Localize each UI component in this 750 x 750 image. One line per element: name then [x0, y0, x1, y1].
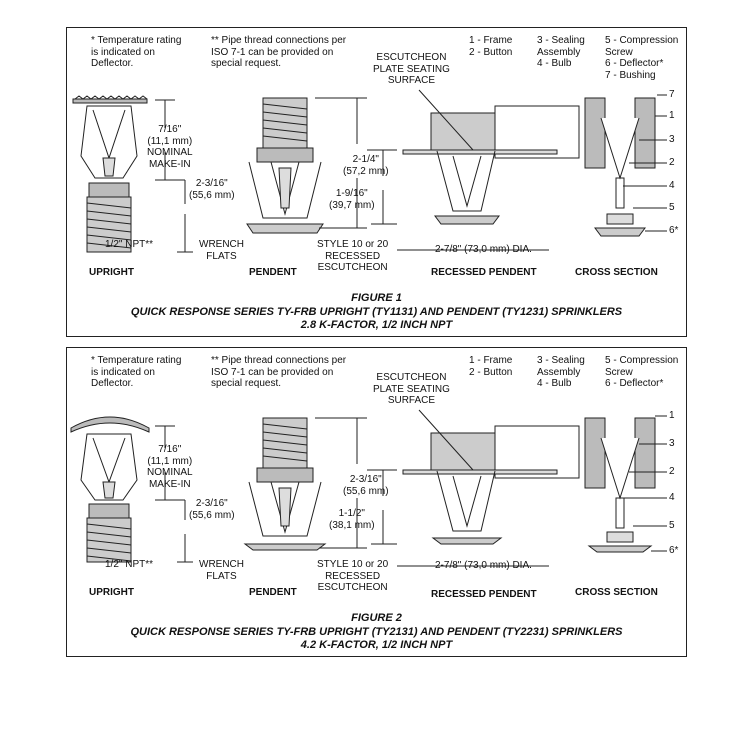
pendent-height-dim: 2-3/16" (55,6 mm) — [343, 474, 389, 497]
callout-6: 6* — [669, 545, 679, 556]
figure-2-panel: * Temperature rating is indicated on Def… — [66, 347, 687, 657]
callout-2: 2 — [669, 157, 675, 168]
legend-col-2: 3 - Sealing Assembly 4 - Bulb — [537, 355, 585, 389]
diameter-label: 2-7/8" (73,0 mm) DIA. — [435, 560, 532, 571]
figure-number: FIGURE 1 — [351, 292, 402, 304]
figure-1-drawings — [72, 89, 667, 253]
npt-label: 1/2" NPT** — [105, 559, 154, 570]
wrench-flats-label: WRENCH FLATS — [199, 239, 244, 262]
escutcheon-seating-label: ESCUTCHEON PLATE SEATING SURFACE — [373, 372, 450, 406]
legend-col-1: 1 - Frame 2 - Button — [469, 35, 513, 58]
callout-4: 4 — [669, 492, 675, 503]
callout-5: 5 — [669, 520, 675, 531]
upright-sprinkler-drawing — [70, 416, 150, 563]
figure-caption: FIGURE 1 QUICK RESPONSE SERIES TY-FRB UP… — [67, 292, 686, 333]
nominal-makein-dim: 7/16" (11,1 mm) NOMINAL MAKE-IN — [147, 124, 193, 170]
callout-1: 1 — [669, 110, 675, 121]
temperature-note: * Temperature rating is indicated on Def… — [91, 35, 182, 69]
diameter-label: 2-7/8" (73,0 mm) DIA. — [435, 244, 532, 255]
style-escutcheon-label: STYLE 10 or 20 RECESSED ESCUTCHEON — [317, 239, 389, 273]
npt-label: 1/2" NPT** — [105, 239, 154, 250]
upright-height-dim: 2-3/16" (55,6 mm) — [189, 498, 235, 521]
pipe-thread-note: ** Pipe thread connections per ISO 7-1 c… — [211, 35, 347, 69]
figure-title: QUICK RESPONSE SERIES TY-FRB UPRIGHT (TY… — [130, 625, 623, 638]
callout-4: 4 — [669, 180, 675, 191]
legend-col-3: 5 - Compression Screw 6 - Deflector* — [605, 355, 679, 389]
escutcheon-seating-label: ESCUTCHEON PLATE SEATING SURFACE — [373, 52, 450, 86]
callout-3: 3 — [669, 438, 675, 449]
cross-section-drawing — [584, 417, 656, 553]
figure-number: FIGURE 2 — [351, 612, 402, 624]
figure-caption: FIGURE 2 QUICK RESPONSE SERIES TY-FRB UP… — [67, 612, 686, 653]
pendent-sprinkler-drawing — [246, 97, 324, 234]
figure-title: QUICK RESPONSE SERIES TY-FRB UPRIGHT (TY… — [130, 305, 623, 318]
pipe-thread-note: ** Pipe thread connections per ISO 7-1 c… — [211, 355, 347, 389]
callout-6: 6* — [669, 225, 679, 236]
recessed-pendent-drawing — [402, 105, 580, 225]
label-cross-section: CROSS SECTION — [575, 267, 658, 278]
callout-1: 1 — [669, 410, 675, 421]
figure-2-drawings — [70, 409, 667, 567]
temperature-note: * Temperature rating is indicated on Def… — [91, 355, 182, 389]
label-pendent: PENDENT — [249, 587, 297, 598]
label-recessed-pendent: RECESSED PENDENT — [431, 589, 537, 600]
upright-sprinkler-drawing — [72, 95, 148, 253]
pendent-short-dim: 1-1/2" (38,1 mm) — [329, 508, 375, 531]
figure-subtitle: 2.8 K-FACTOR, 1/2 INCH NPT — [300, 319, 453, 331]
upright-height-dim: 2-3/16" (55,6 mm) — [189, 178, 235, 201]
label-upright: UPRIGHT — [89, 267, 134, 278]
pendent-short-dim: 1-9/16" (39,7 mm) — [329, 188, 375, 211]
recessed-pendent-drawing — [402, 425, 580, 545]
pendent-height-dim: 2-1/4" (57,2 mm) — [343, 154, 389, 177]
legend-col-2: 3 - Sealing Assembly 4 - Bulb — [537, 35, 585, 69]
figure-1-panel: * Temperature rating is indicated on Def… — [66, 27, 687, 337]
figure-subtitle: 4.2 K-FACTOR, 1/2 INCH NPT — [300, 639, 453, 651]
callout-5: 5 — [669, 202, 675, 213]
pendent-sprinkler-drawing — [243, 417, 327, 551]
style-escutcheon-label: STYLE 10 or 20 RECESSED ESCUTCHEON — [317, 559, 389, 593]
nominal-makein-dim: 7/16" (11,1 mm) NOMINAL MAKE-IN — [147, 444, 193, 490]
callout-2: 2 — [669, 466, 675, 477]
wrench-flats-label: WRENCH FLATS — [199, 559, 244, 582]
label-upright: UPRIGHT — [89, 587, 134, 598]
label-pendent: PENDENT — [249, 267, 297, 278]
legend-col-3: 5 - Compression Screw 6 - Deflector* 7 -… — [605, 35, 679, 81]
label-cross-section: CROSS SECTION — [575, 587, 658, 598]
legend-col-1: 1 - Frame 2 - Button — [469, 355, 513, 378]
label-recessed-pendent: RECESSED PENDENT — [431, 267, 537, 278]
cross-section-drawing — [584, 97, 656, 237]
callout-7: 7 — [669, 89, 675, 100]
callout-3: 3 — [669, 134, 675, 145]
